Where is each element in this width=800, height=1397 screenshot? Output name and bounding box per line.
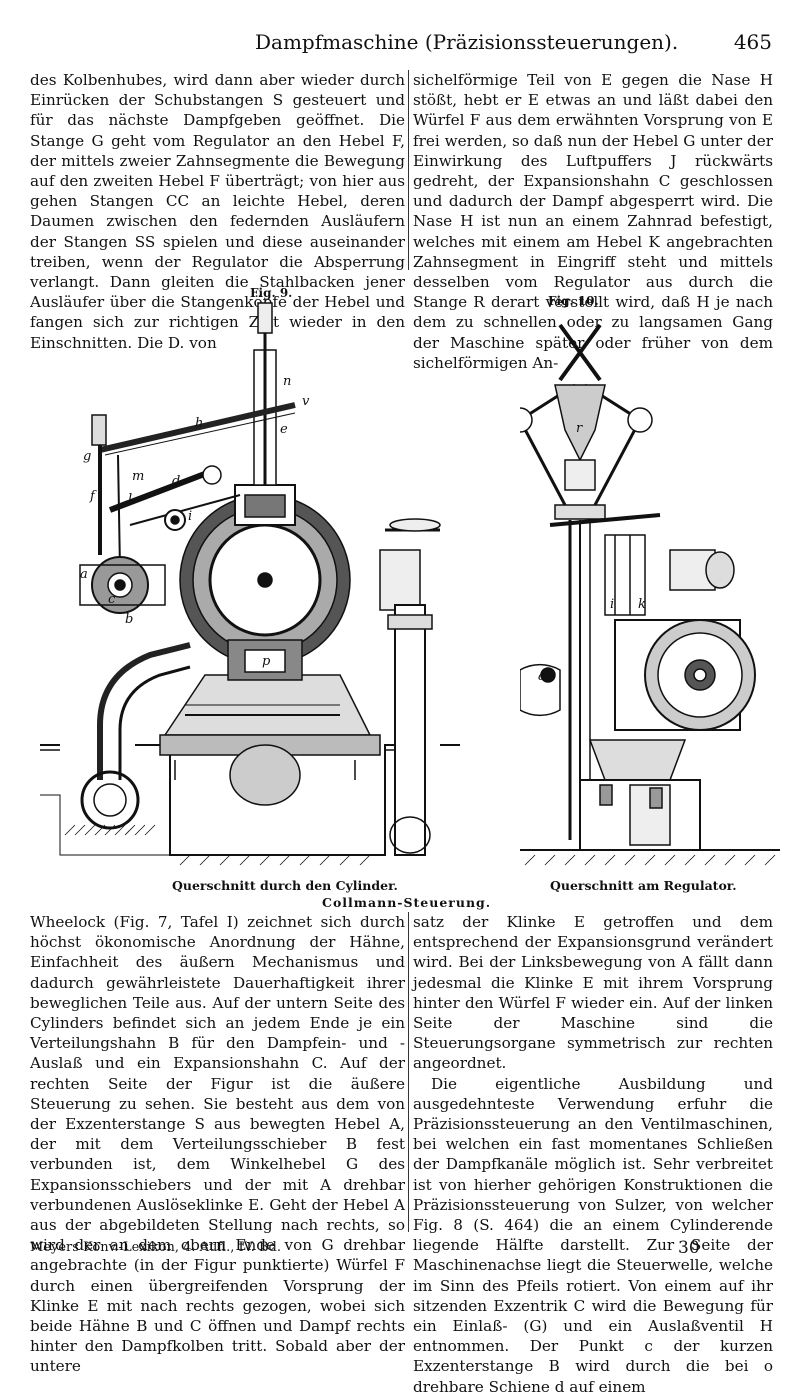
page-number: 465 xyxy=(733,30,772,54)
fig9-letter-b: b xyxy=(125,612,133,627)
fig9-illustration: n v h e g m d f l i a c b p xyxy=(40,302,460,866)
fig9-letter-n: n xyxy=(283,374,291,389)
fig9-label: Fig. 9. xyxy=(250,286,293,300)
fig10-letter-a: a xyxy=(538,669,546,684)
bottom-right-column: satz der Klinke E getroffen und dem ents… xyxy=(413,912,773,1397)
paragraph: Wheelock (Fig. 7, Tafel I) zeichnet sich… xyxy=(30,913,405,1376)
fig10-illustration: r i k a xyxy=(520,323,780,866)
fig9-letter-e: e xyxy=(280,422,288,437)
fig10-label: Fig. 10. xyxy=(548,294,599,308)
footer-source: Meyers Konv.-Lexikon, 4. Aufl., IV. Bd. xyxy=(30,1240,281,1255)
paragraph: satz der Klinke E getroffen und dem ents… xyxy=(413,913,773,1073)
main-caption: Collmann-Steuerung. xyxy=(322,895,492,910)
fig10-letter-r: r xyxy=(576,421,583,436)
fig9-letter-m: m xyxy=(132,469,144,484)
fig9-letter-i: i xyxy=(188,509,192,524)
paragraph: Die eigentliche Ausbildung und ausgedehn… xyxy=(413,1074,773,1396)
fig9-letter-g: g xyxy=(83,449,91,464)
fig9-letter-l: l xyxy=(128,492,132,507)
fig10-caption: Querschnitt am Regulator. xyxy=(550,878,737,893)
column-divider-bottom xyxy=(408,912,409,1232)
paragraph: sichelförmige Teil von E gegen die Nase … xyxy=(413,71,773,372)
top-right-column: sichelförmige Teil von E gegen die Nase … xyxy=(413,70,773,373)
fig9-caption: Querschnitt durch den Cylinder. xyxy=(172,878,398,893)
paragraph: des Kolbenhubes, wird dann aber wieder d… xyxy=(30,71,405,352)
page-header: Dampfmaschine (Präzisionssteuerungen). 4… xyxy=(30,30,772,60)
column-divider-top xyxy=(408,70,409,270)
bottom-left-column: Wheelock (Fig. 7, Tafel I) zeichnet sich… xyxy=(30,912,405,1377)
fig9-letter-f: f xyxy=(89,489,97,504)
top-left-column: des Kolbenhubes, wird dann aber wieder d… xyxy=(30,70,405,353)
footer-signature: 30 xyxy=(678,1238,700,1258)
fig9-letter-h: h xyxy=(195,416,203,431)
running-title: Dampfmaschine (Präzisionssteuerungen). xyxy=(255,30,679,54)
fig10-letter-k: k xyxy=(638,597,646,612)
fig9-letter-v: v xyxy=(302,394,310,409)
fig9-letter-a: a xyxy=(80,567,88,582)
fig9-letter-p: p xyxy=(262,654,271,669)
fig9-letter-c: c xyxy=(108,592,116,607)
fig9-letter-d: d xyxy=(172,474,180,489)
fig10-letter-i: i xyxy=(610,597,614,612)
